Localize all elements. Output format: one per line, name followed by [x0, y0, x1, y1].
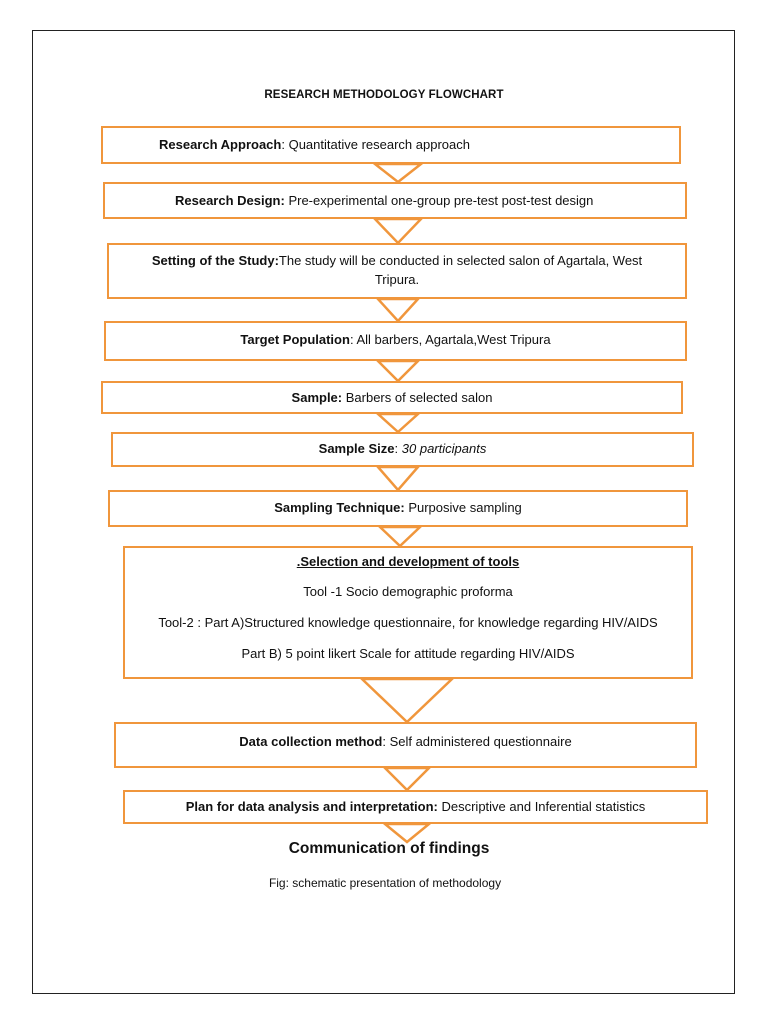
step-label: Data collection method [239, 734, 383, 749]
step-research-design: Research Design: Pre-experimental one-gr… [103, 182, 687, 219]
step-data-collection: Data collection method: Self administere… [114, 722, 697, 768]
step-label: Research Approach [159, 137, 282, 152]
step-text: All barbers, Agartala,West Tripura [353, 332, 551, 347]
step-label: .Selection and development of tools [296, 554, 520, 569]
step-data-analysis: Plan for data analysis and interpretatio… [123, 790, 708, 824]
step-text: Barbers of selected salon [342, 390, 493, 405]
step-label: Setting of the Study: [151, 253, 279, 268]
step-label: Sample: [291, 390, 343, 405]
step-sampling-technique: Sampling Technique: Purposive sampling [108, 490, 688, 527]
step-label: Sample Size [318, 441, 395, 456]
tool-line: Tool -1 Socio demographic proforma [303, 584, 513, 599]
step-label: Research Design: [175, 193, 285, 208]
step-text: 30 participants [398, 441, 487, 456]
step-text: Pre-experimental one-group pre-test post… [284, 193, 594, 208]
step-text: Quantitative research approach [284, 137, 470, 152]
figure-caption: Fig: schematic presentation of methodolo… [268, 876, 502, 890]
step-sample-size: Sample Size: 30 participants [111, 432, 694, 467]
step-text-continued: Tripura. [374, 272, 420, 287]
step-text: The study will be conducted in selected … [278, 253, 643, 268]
page-frame [32, 30, 735, 994]
step-text: Purposive sampling [404, 500, 522, 515]
flowchart-title: RESEARCH METHODOLOGY FLOWCHART [264, 89, 504, 101]
step-text: Descriptive and Inferential statistics [437, 799, 646, 814]
final-step: Communication of findings [288, 840, 490, 857]
step-label: Target Population [240, 332, 350, 347]
step-setting-of-study: Setting of the Study:The study will be c… [107, 243, 687, 299]
tool-line: Part B) 5 point likert Scale for attitud… [241, 646, 575, 661]
step-selection-of-tools: .Selection and development of tools Tool… [123, 546, 693, 679]
step-text: Self administered questionnaire [385, 734, 572, 749]
step-label: Sampling Technique: [274, 500, 405, 515]
step-label: Plan for data analysis and interpretatio… [185, 799, 438, 814]
tool-line: Tool-2 : Part A)Structured knowledge que… [158, 615, 658, 630]
step-research-approach: Research Approach: Quantitative research… [101, 126, 681, 164]
step-sample: Sample: Barbers of selected salon [101, 381, 683, 414]
step-target-population: Target Population: All barbers, Agartala… [104, 321, 687, 361]
